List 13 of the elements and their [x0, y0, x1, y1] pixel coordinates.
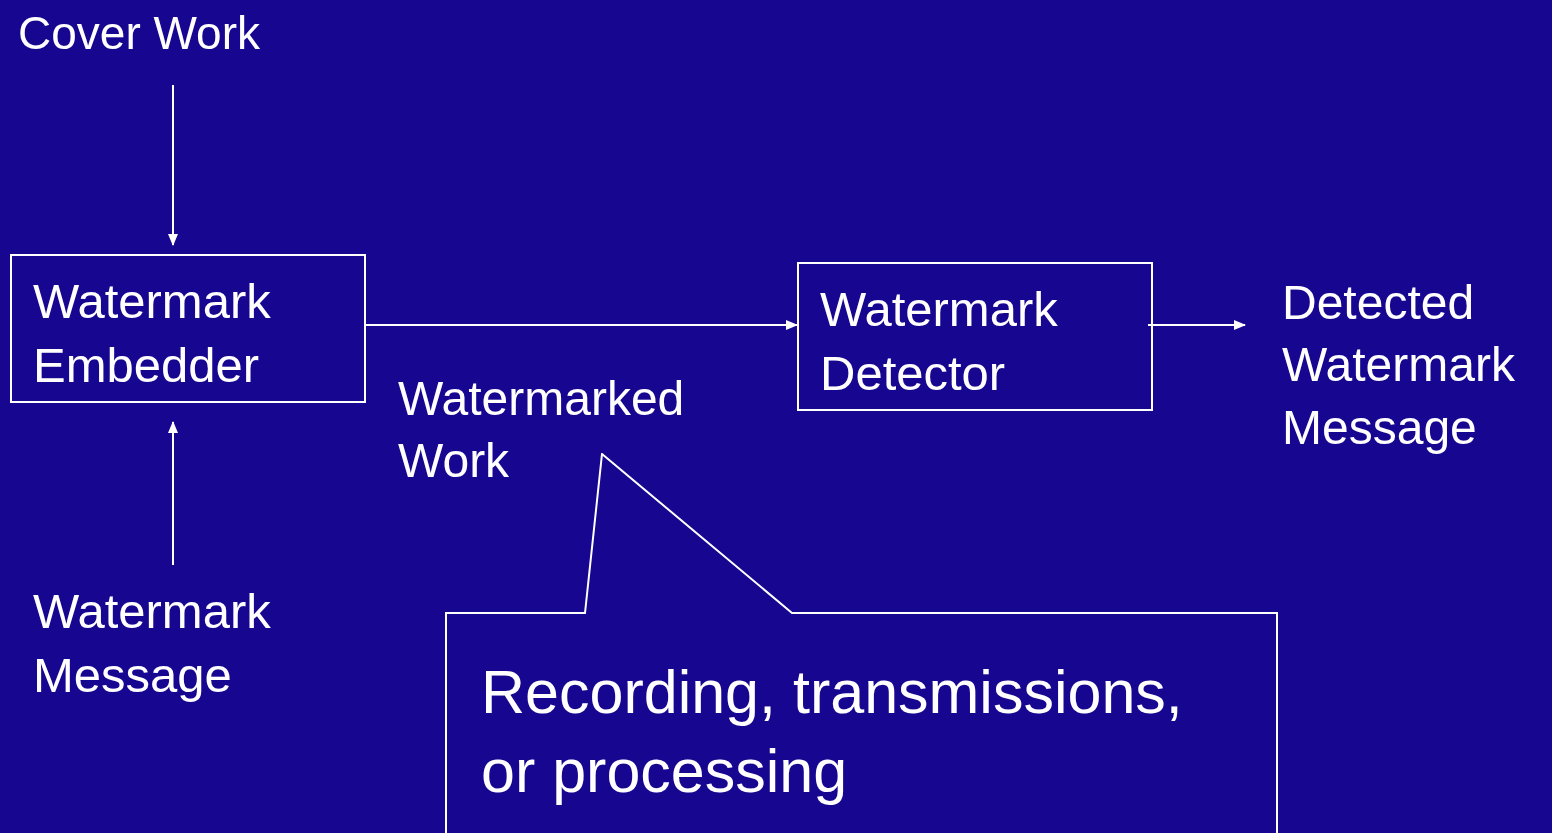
- arrow: [1147, 320, 1246, 330]
- process-box: [10, 254, 366, 403]
- arrow: [365, 320, 798, 330]
- edge-label: Watermarked Work: [398, 371, 686, 490]
- node-text: Watermark Detector: [820, 281, 1059, 402]
- node-text: Recording, transmissions, or processing: [481, 657, 1184, 808]
- node-text: Watermark Message: [33, 583, 272, 704]
- node-text: Cover Work: [18, 6, 261, 61]
- node-text: Watermark Embedder: [33, 273, 272, 394]
- arrow: [168, 84, 178, 246]
- process-box: [797, 262, 1153, 411]
- node-text: Detected Watermark Message: [1282, 275, 1516, 456]
- arrow: [168, 421, 178, 566]
